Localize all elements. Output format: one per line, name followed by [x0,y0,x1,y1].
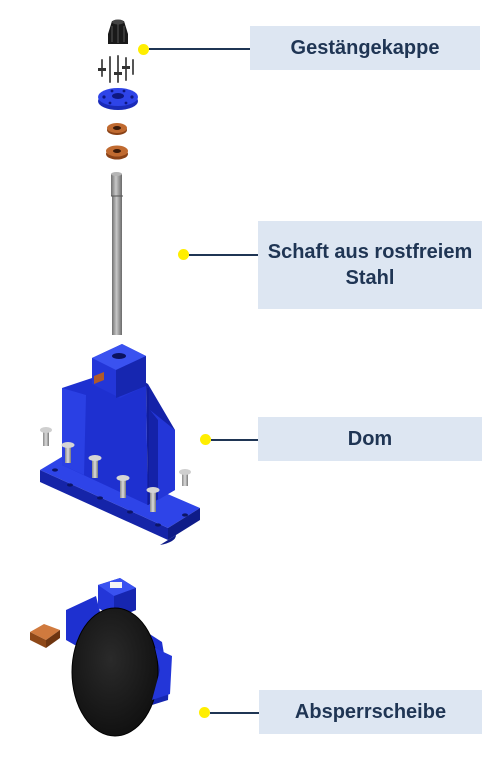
callout-dot-cap [138,44,149,55]
rod-cap-part [108,19,128,44]
callout-dot-dome [200,434,211,445]
callout-dot-shaft [178,249,189,260]
bronze-washers [106,123,128,160]
dome-part [40,344,200,545]
blue-flange-washer [98,88,138,110]
callout-line-disc [210,712,260,714]
callout-label-shaft: Schaft aus rostfreiem Stahl [258,221,482,309]
callout-text-shaft: Schaft aus rostfreiem Stahl [267,241,473,289]
callout-line-shaft [189,254,259,256]
callout-label-disc: Absperrscheibe [259,690,482,734]
callout-text-disc: Absperrscheibe [294,701,447,723]
callout-line-dome [211,439,259,441]
callout-text-cap: Gestängekappe [290,37,440,59]
pins-part [98,55,134,83]
dome-bolts-back [40,427,191,486]
callout-label-cap: Gestängekappe [250,26,480,70]
callout-line-cap [149,48,251,50]
shutoff-disc-part [30,578,172,737]
callout-text-dome: Dom [347,428,393,450]
callout-label-dome: Dom [258,417,482,461]
dome-bolts-front [61,442,160,512]
stainless-shaft-part [111,172,123,335]
callout-dot-disc [199,707,210,718]
